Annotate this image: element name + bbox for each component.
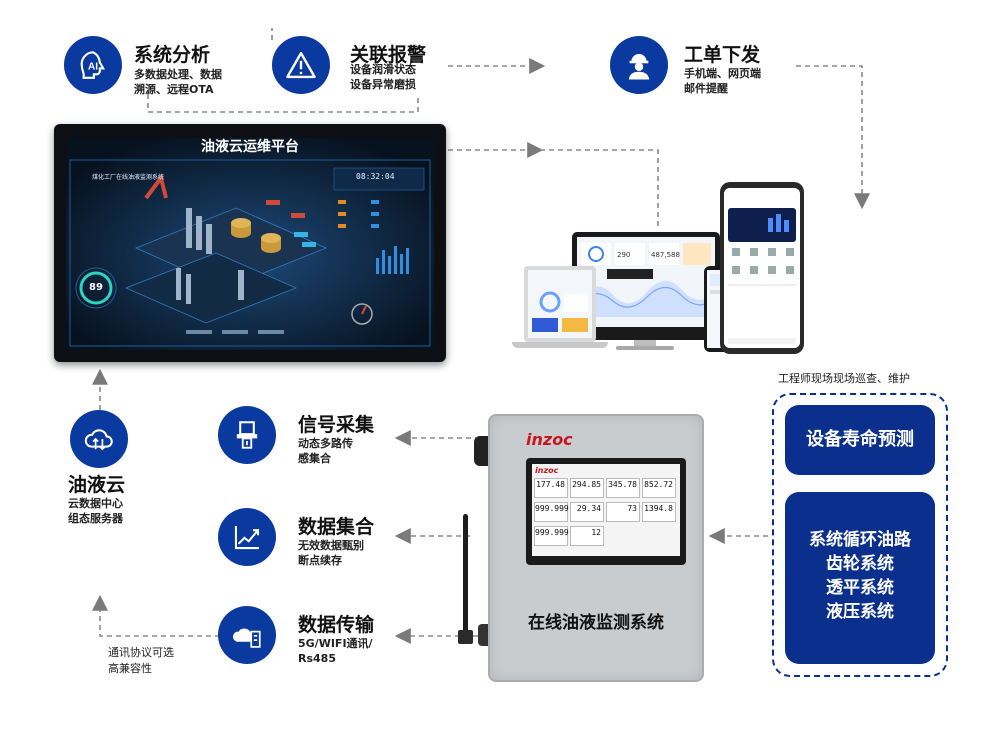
hmi-reading: 999.999 — [534, 526, 569, 546]
transmit-desc: 5G/WIFI通讯/ Rs485 — [298, 637, 373, 665]
hmi-reading: 345.78 — [606, 478, 640, 498]
hmi-reading: 1394.8 — [642, 502, 676, 522]
warning-icon — [272, 36, 330, 94]
phone-screen — [724, 188, 800, 348]
platform-screen-heading: 煤化工厂在线油液监测系统 — [92, 174, 165, 181]
cabinet-brand: inzoc — [526, 430, 573, 449]
monitor-base — [616, 346, 674, 350]
monitoring-cabinet: inzoc inzoc 177.48 294.85 345.78 852.72 … — [488, 414, 704, 682]
hmi-screen: inzoc 177.48 294.85 345.78 852.72 999.99… — [532, 464, 680, 556]
signal-desc: 动态多路传 感集合 — [298, 437, 353, 465]
hmi-panel: inzoc 177.48 294.85 345.78 852.72 999.99… — [526, 458, 686, 565]
hmi-reading: 29.34 — [570, 502, 604, 522]
system-item: 齿轮系统 — [826, 554, 894, 574]
cloud-desc: 云数据中心 组态服务器 — [68, 497, 123, 525]
svg-text:AI: AI — [88, 61, 98, 72]
arrow-workorder-down — [796, 65, 870, 210]
cabinet-name: 在线油液监测系统 — [528, 613, 664, 633]
line-platform-devices-down — [540, 149, 659, 230]
monitor-stand — [634, 340, 656, 348]
system-item: 液压系统 — [826, 602, 894, 622]
aggregate-desc: 无效数据甄别 断点续存 — [298, 539, 364, 567]
laptop-screen — [528, 270, 592, 338]
hmi-reading: 999.999 — [534, 502, 569, 522]
laptop-base — [512, 342, 608, 348]
workorder-title: 工单下发 — [684, 44, 761, 66]
antenna-base — [458, 630, 473, 644]
analysis-title: 系统分析 — [134, 44, 211, 66]
web-value2: 487,588 — [651, 251, 680, 259]
platform-clock: 08:32:04 — [356, 172, 395, 181]
chart-icon — [218, 508, 276, 566]
alarm-desc: 设备润滑状态 设备异常磨损 — [350, 63, 416, 91]
mobile-phone — [720, 182, 804, 354]
desktop-monitor: 290 487,588 — [572, 232, 720, 340]
line-transmit-to-cloud — [92, 594, 220, 637]
engineer-icon — [610, 36, 668, 94]
platform-screen: 煤化工厂在线油液监测系统 08:32:04 89 — [66, 138, 434, 350]
cloud-transfer-icon — [70, 410, 128, 468]
system-item: 系统循环油路 — [809, 530, 911, 550]
ai-icon: AI — [64, 36, 122, 94]
desktop-screen: 290 487,588 — [577, 237, 715, 327]
antenna — [463, 514, 468, 640]
hmi-reading: 73 — [606, 502, 640, 522]
platform-title: 油液云运维平台 — [201, 139, 299, 155]
laptop — [524, 266, 596, 342]
cloud-title: 油液云 — [68, 474, 126, 496]
sensor-icon — [218, 406, 276, 464]
platform-gauge-value: 89 — [89, 282, 103, 293]
systems-box: 系统循环油路 齿轮系统 透平系统 液压系统 — [785, 492, 935, 664]
hmi-reading: 177.48 — [534, 478, 568, 498]
hmi-reading: 294.85 — [570, 478, 604, 498]
hmi-brand: inzoc — [535, 466, 559, 475]
signal-title: 信号采集 — [298, 414, 375, 436]
transmit-title: 数据传输 — [298, 614, 375, 636]
protocol-caption: 通讯协议可选 高兼容性 — [108, 646, 174, 675]
alarm-title: 关联报警 — [350, 44, 427, 66]
workorder-desc: 手机端、网页端 邮件提醒 — [684, 67, 761, 95]
web-value1: 290 — [617, 251, 631, 259]
analysis-desc: 多数据处理、数据 溯源、远程OTA — [134, 68, 222, 96]
life-prediction-box: 设备寿命预测 — [785, 405, 935, 475]
platform-monitor: 煤化工厂在线油液监测系统 08:32:04 89 油液云运维平台 — [54, 124, 446, 362]
systems-panel — [772, 393, 948, 677]
system-item: 透平系统 — [826, 578, 894, 598]
aggregate-title: 数据集合 — [298, 516, 375, 538]
platform-dashboard-graphic — [66, 138, 434, 350]
hmi-reading: 12 — [570, 526, 604, 546]
hmi-reading: 852.72 — [642, 478, 676, 498]
engineer-caption: 工程师现场现场巡查、维护 — [778, 372, 910, 385]
cloud-server-icon — [218, 606, 276, 664]
